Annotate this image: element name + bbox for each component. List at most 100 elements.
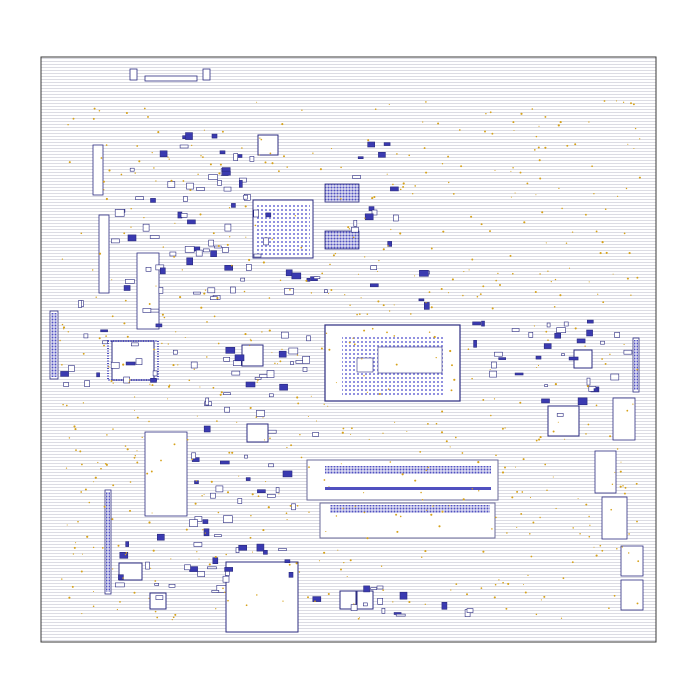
right-port-a — [612, 397, 636, 441]
via-dot — [412, 193, 414, 195]
left-connector-a — [92, 144, 104, 196]
small-ic-part — [377, 597, 384, 605]
via-dot — [342, 427, 345, 430]
via-dot — [352, 236, 355, 239]
small-ic-part — [275, 487, 280, 493]
via-dot — [428, 291, 431, 293]
via-dot — [480, 223, 483, 226]
via-dot — [254, 224, 257, 227]
small-ic-part — [306, 277, 311, 282]
via-dot — [82, 352, 85, 355]
via-dot — [248, 258, 251, 262]
via-dot — [297, 402, 300, 405]
via-dot — [312, 152, 314, 154]
small-ic-part — [149, 235, 160, 239]
via-dot — [584, 345, 586, 347]
via-dot — [447, 155, 450, 158]
via-dot — [256, 101, 258, 103]
small-ic-part — [231, 370, 241, 376]
left-connector-d — [144, 431, 188, 517]
via-dot — [111, 315, 114, 318]
small-ic-part — [586, 329, 593, 337]
via-dot — [202, 156, 204, 158]
via-dot — [323, 551, 326, 554]
small-ic-part — [491, 361, 497, 369]
via-dot — [305, 279, 308, 282]
via-dot — [579, 532, 581, 535]
small-ic-part — [185, 132, 193, 140]
via-dot — [612, 273, 614, 275]
via-dot — [559, 294, 562, 297]
small-ic-part — [194, 516, 203, 522]
small-ic-part — [357, 156, 364, 159]
via-dot — [495, 454, 497, 457]
small-ic-part — [306, 335, 311, 342]
via-dot — [531, 108, 534, 110]
via-dot — [393, 304, 395, 306]
via-dot — [479, 293, 482, 295]
via-dot — [173, 443, 176, 446]
small-ic-part — [576, 338, 586, 344]
small-ic-part — [224, 264, 233, 271]
via-dot — [117, 544, 120, 547]
via-dot — [432, 505, 434, 507]
small-ic-part — [84, 380, 90, 387]
via-dot — [349, 559, 352, 562]
small-ic-part — [155, 323, 163, 328]
via-dot — [193, 368, 195, 370]
via-dot — [378, 259, 380, 262]
small-ic-part — [215, 485, 224, 493]
via-dot — [245, 236, 247, 238]
via-dot — [535, 439, 538, 442]
via-dot — [151, 512, 153, 514]
small-ic-part — [169, 251, 177, 257]
via-dot — [250, 514, 252, 517]
via-dot — [100, 157, 103, 159]
via-dot — [146, 472, 149, 475]
via-dot — [171, 619, 173, 621]
via-dot — [493, 596, 496, 599]
via-dot — [623, 343, 625, 346]
small-ic-part — [593, 388, 599, 392]
via-dot — [420, 491, 422, 494]
via-dot — [216, 297, 219, 300]
via-dot — [616, 548, 618, 550]
via-dot — [539, 516, 541, 519]
via-dot — [119, 601, 121, 603]
via-dot — [328, 293, 330, 295]
via-dot — [236, 421, 238, 423]
via-dot — [425, 101, 427, 103]
via-dot — [498, 283, 502, 287]
via-dot — [123, 322, 126, 325]
via-dot — [72, 117, 75, 120]
via-dot — [544, 463, 547, 466]
via-dot — [393, 335, 396, 337]
small-ic-part — [191, 452, 196, 460]
via-dot — [129, 509, 131, 512]
via-dot — [258, 154, 260, 156]
right-edge-connector — [632, 337, 640, 393]
via-dot — [147, 115, 149, 118]
small-ic-part — [441, 601, 448, 610]
small-ic-part — [96, 372, 100, 378]
via-dot — [609, 353, 611, 356]
via-dot — [630, 294, 632, 296]
via-dot — [260, 138, 263, 141]
via-dot — [364, 217, 366, 219]
small-ic-part — [302, 355, 311, 364]
small-ic-part — [173, 349, 178, 355]
via-dot — [350, 433, 352, 435]
via-dot — [281, 123, 284, 126]
via-dot — [221, 130, 224, 133]
small-ic-part — [489, 370, 497, 378]
small-ic-part — [211, 590, 220, 593]
via-dot — [125, 111, 128, 115]
via-dot — [489, 230, 491, 233]
via-dot — [346, 575, 348, 578]
small-ic-part — [102, 340, 108, 345]
small-ic-part — [352, 175, 361, 179]
via-dot — [597, 293, 599, 295]
small-ic-part — [203, 248, 210, 253]
via-dot — [512, 121, 515, 124]
via-dot — [601, 358, 603, 360]
